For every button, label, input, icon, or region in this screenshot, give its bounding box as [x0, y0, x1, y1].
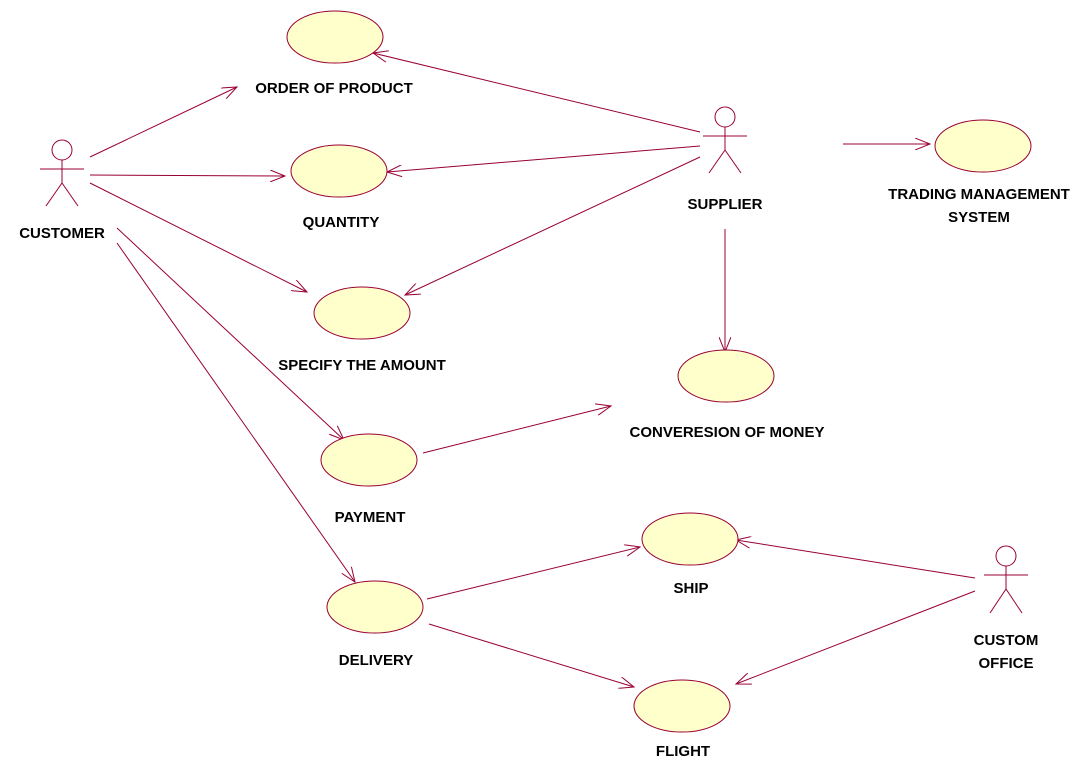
assoc-supplier-quantity — [387, 145, 701, 172]
assoc-delivery-ship — [426, 547, 640, 600]
actor-custom-office-label-line1: CUSTOM — [974, 632, 1039, 649]
usecase-flight-label: FLIGHT — [656, 743, 710, 760]
assoc-customer-delivery — [116, 242, 355, 582]
usecase-quantity — [290, 144, 388, 198]
usecase-quantity-label: QUANTITY — [303, 214, 380, 231]
usecase-trading-management-system-label-line2: SYSTEM — [948, 209, 1010, 226]
usecase-order-of-product — [286, 10, 384, 64]
usecase-payment — [320, 433, 418, 487]
assoc-customer-specify-amount — [89, 182, 307, 292]
assoc-custom-office-ship — [736, 540, 976, 579]
actor-customer-label: CUSTOMER — [19, 225, 105, 242]
assoc-customer-payment — [116, 227, 344, 440]
usecase-delivery-label: DELIVERY — [339, 652, 413, 669]
actor-supplier — [703, 106, 747, 174]
actor-supplier-label: SUPPLIER — [687, 196, 762, 213]
assoc-customer-order-of-product — [89, 87, 237, 158]
assoc-delivery-flight — [428, 623, 634, 687]
usecase-ship — [641, 512, 739, 566]
assoc-supplier-specify-amount — [405, 156, 701, 295]
actor-custom-office — [984, 545, 1028, 614]
actor-custom-office-label-line2: OFFICE — [979, 655, 1034, 672]
usecase-ship-label: SHIP — [673, 580, 708, 597]
usecase-conversion-of-money — [677, 349, 775, 403]
assoc-customer-quantity — [89, 175, 285, 176]
assoc-custom-office-flight — [736, 590, 976, 684]
usecase-trading-management-system-label-line1: TRADING MANAGEMENT — [888, 186, 1070, 203]
usecase-specify-the-amount — [313, 286, 411, 340]
actor-customer — [40, 139, 84, 207]
usecase-payment-label: PAYMENT — [335, 509, 406, 526]
assoc-supplier-order-of-product — [373, 53, 701, 133]
assoc-payment-conversion — [422, 406, 611, 454]
usecase-specify-the-amount-label: SPECIFY THE AMOUNT — [278, 357, 446, 374]
usecase-trading-management-system — [934, 119, 1032, 173]
usecase-flight — [633, 679, 731, 733]
usecase-order-of-product-label: ORDER OF PRODUCT — [255, 80, 413, 97]
usecase-conversion-of-money-label: CONVERESION OF MONEY — [629, 424, 824, 441]
usecase-delivery — [326, 580, 424, 634]
